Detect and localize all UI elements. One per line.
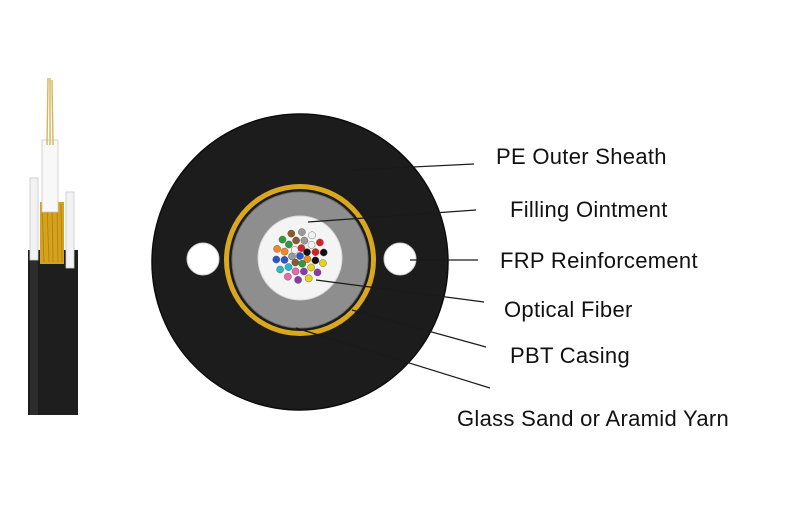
optical-fiber-strand — [291, 258, 300, 267]
optical-fiber-strand — [304, 274, 313, 283]
optical-fiber-strand — [311, 256, 320, 265]
optical-fiber-strand — [294, 276, 302, 284]
optical-fiber-strand — [307, 241, 316, 249]
optical-fiber-strand — [308, 231, 316, 240]
frp-rod-right — [65, 191, 75, 269]
leader-filling-ointment — [307, 209, 477, 223]
leader-pbt-casing — [351, 309, 487, 348]
optical-fiber-strand — [272, 255, 281, 264]
optical-fiber-strand — [300, 267, 308, 276]
optical-fiber-strand — [313, 268, 322, 277]
optical-fiber-strand — [280, 256, 289, 264]
leader-optical-fiber — [315, 279, 485, 303]
optical-fiber-strand — [316, 238, 324, 247]
optical-fiber-strand — [297, 244, 306, 252]
optical-fiber-strand — [278, 235, 287, 244]
frp-reinforcement-left — [186, 242, 220, 276]
optical-fiber-strand — [296, 252, 304, 260]
optical-fiber-strand — [319, 259, 327, 267]
label-pe-outer-sheath: PE Outer Sheath — [496, 144, 667, 169]
label-pbt-casing: PBT Casing — [510, 343, 630, 368]
label-glass-sand-aramid-yarn: Glass Sand or Aramid Yarn — [457, 406, 730, 431]
label-optical-fiber: Optical Fiber — [504, 297, 633, 322]
optical-fiber-strand — [311, 248, 320, 256]
leader-lines — [295, 163, 491, 389]
optical-fiber-strand — [280, 247, 289, 256]
label-frp-reinforcement: FRP Reinforcement — [500, 248, 698, 273]
optical-fiber-strand — [287, 229, 296, 238]
cable-side-view — [28, 77, 78, 415]
optical-fiber-strand — [292, 236, 300, 245]
optical-fiber-strand — [319, 248, 328, 257]
aramid-yarn-strands — [41, 203, 63, 263]
leader-pe-outer-sheath — [351, 163, 475, 171]
optical-fiber-strand — [307, 263, 315, 272]
label-filling-ointment: Filling Ointment — [510, 197, 668, 222]
cable-cross-section — [151, 113, 449, 411]
pbt-tube-side — [41, 139, 59, 213]
optical-fiber-strand — [290, 246, 299, 254]
optical-fiber-strand — [285, 240, 293, 249]
frp-rod-left — [29, 177, 39, 261]
optical-fibers — [272, 228, 328, 284]
cable-jacket-highlight — [30, 250, 38, 415]
fibers-side — [46, 77, 54, 146]
optical-fiber-strand — [298, 228, 306, 236]
optical-fiber-strand — [303, 248, 311, 256]
optical-fiber-strand — [288, 252, 296, 261]
frp-reinforcement-right — [383, 242, 417, 276]
leader-glass-sand-aramid-yarn — [295, 327, 491, 389]
optical-fiber-strand — [291, 267, 300, 276]
optical-fiber-strand — [284, 272, 292, 281]
optical-fiber-strand — [276, 265, 284, 274]
optical-fiber-strand — [284, 263, 293, 271]
optical-fiber-strand — [298, 259, 307, 268]
optical-fiber-strand — [300, 236, 309, 245]
optical-fiber-strand — [273, 245, 281, 253]
